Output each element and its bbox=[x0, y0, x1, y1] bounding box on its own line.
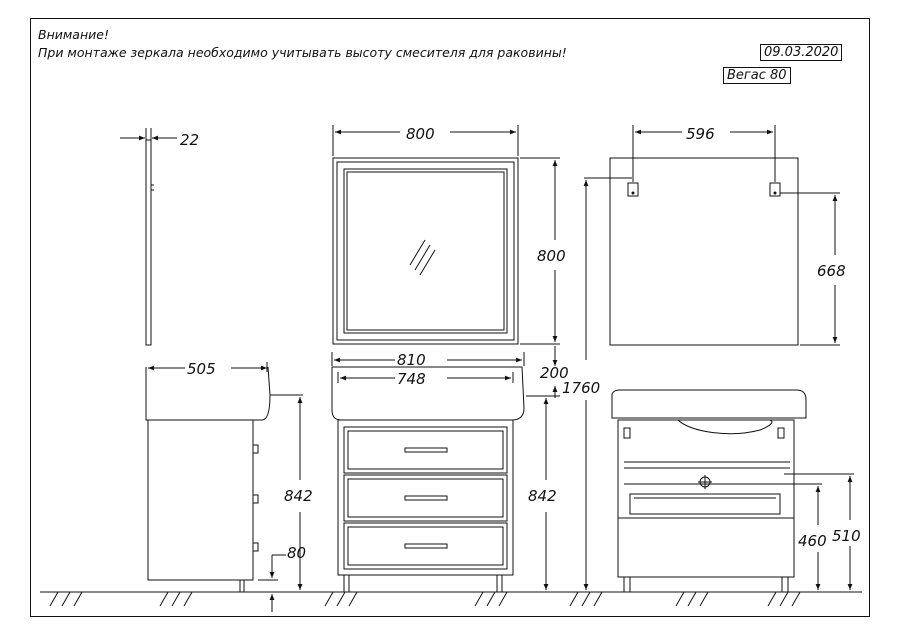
mount-bracket-right bbox=[769, 182, 781, 197]
dim-mirror-height: 800 bbox=[537, 247, 566, 265]
dim-water-height: 510 bbox=[832, 527, 861, 545]
floor-line bbox=[40, 591, 862, 607]
side-mirror bbox=[145, 139, 152, 346]
date-stamp: 09.03.2020 bbox=[760, 44, 843, 61]
side-sink bbox=[145, 366, 271, 421]
dim-sink-depth: 505 bbox=[187, 360, 216, 378]
front-cabinet bbox=[337, 419, 514, 576]
front-sink bbox=[331, 366, 525, 421]
side-view bbox=[145, 139, 271, 593]
drawer-2 bbox=[343, 474, 508, 522]
drawer-1 bbox=[343, 426, 508, 474]
mount-bracket-left bbox=[627, 182, 639, 197]
front-view bbox=[331, 157, 525, 593]
back-mirror bbox=[609, 157, 799, 346]
back-sink bbox=[611, 389, 807, 419]
side-leg bbox=[239, 579, 245, 593]
dim-gap: 200 bbox=[540, 364, 569, 382]
dim-front-height: 842 bbox=[528, 487, 557, 505]
dim-side-height: 842 bbox=[284, 487, 313, 505]
notice-title: Внимание! bbox=[38, 27, 109, 42]
front-mirror bbox=[332, 157, 519, 345]
dim-sink-width: 810 bbox=[397, 351, 426, 369]
sheet-frame bbox=[30, 18, 870, 617]
dim-leg-height: 80 bbox=[287, 544, 306, 562]
back-cabinet bbox=[617, 419, 795, 578]
dim-mount-height: 668 bbox=[817, 262, 846, 280]
drawer-3 bbox=[343, 522, 508, 570]
notice-text: При монтаже зеркала необходимо учитывать… bbox=[38, 45, 567, 60]
dim-mirror-depth: 22 bbox=[180, 131, 199, 149]
dim-total-height: 1760 bbox=[562, 379, 600, 397]
dim-drain-height: 460 bbox=[798, 532, 827, 550]
model-stamp: Вегас 80 bbox=[723, 67, 791, 84]
dim-mount-spacing: 596 bbox=[686, 125, 715, 143]
dim-mirror-width: 800 bbox=[406, 125, 435, 143]
dim-cabinet-width: 748 bbox=[397, 370, 426, 388]
back-view bbox=[609, 157, 807, 593]
side-cabinet bbox=[147, 419, 254, 581]
